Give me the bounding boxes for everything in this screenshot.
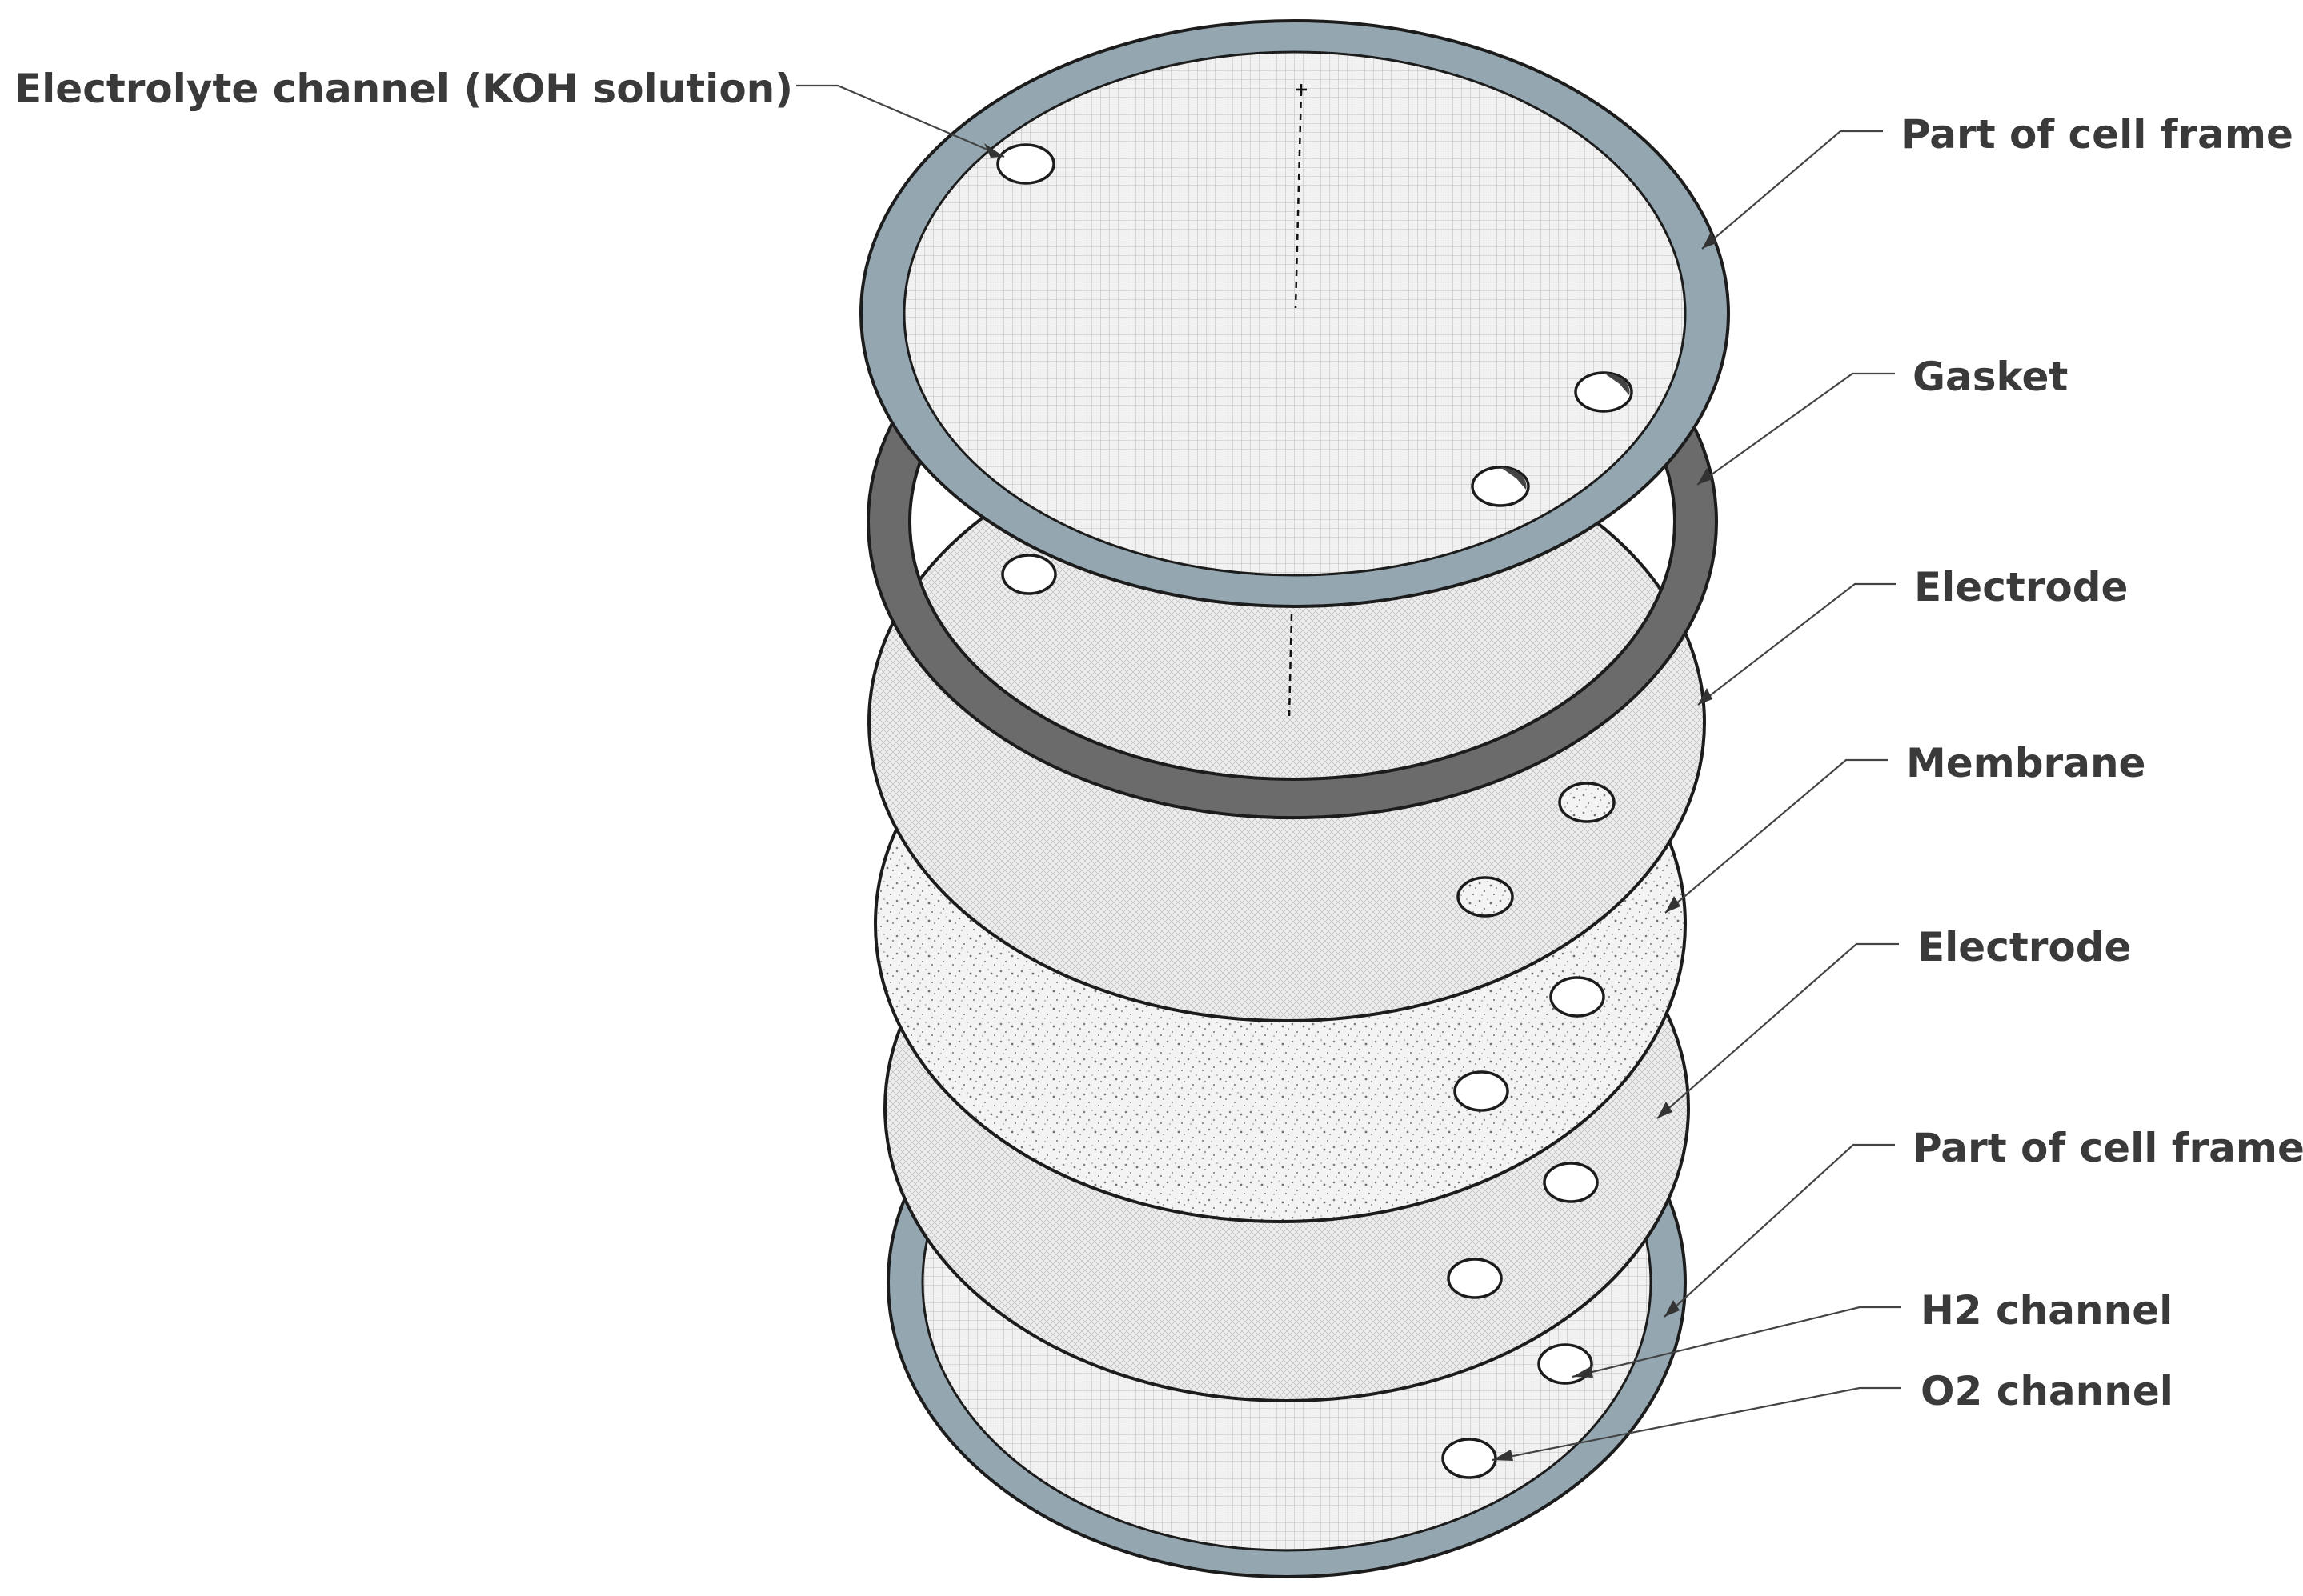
layer-cell-frame-top [859, 19, 1730, 608]
arrowhead-cell-frame-top [1702, 232, 1716, 249]
o2-channel-hole [1441, 1438, 1497, 1479]
leader-h2-channel [1572, 1306, 1901, 1378]
label-gasket: Gasket [1912, 354, 2068, 400]
arrowhead-gasket [1697, 468, 1712, 485]
cell-frame-top-hole-1 [1574, 371, 1633, 413]
electrode-top-hole-2 [1456, 876, 1514, 918]
stack-axis-upper [1294, 89, 1303, 309]
stack-axis-lower [1288, 614, 1293, 717]
label-o2-channel: O2 channel [1921, 1368, 2173, 1414]
membrane-hole-2 [1453, 1070, 1509, 1112]
leader-cell-frame-bottom [1664, 1143, 1895, 1318]
cell-frame-top-mesh [903, 50, 1687, 577]
leader-o2-channel [1492, 1386, 1901, 1462]
arrowhead-cell-frame-bottom [1664, 1300, 1680, 1317]
h2-channel-hole [1537, 1343, 1593, 1385]
electrode-bottom-hole-1 [1543, 1162, 1599, 1203]
hole-shadow-2 [1500, 467, 1527, 490]
leader-electrode-top [1697, 582, 1896, 706]
leader-arrowheads [984, 143, 1716, 1461]
hole-shadow-1 [1604, 373, 1630, 395]
label-h2-channel: H2 channel [1921, 1287, 2173, 1334]
arrowhead-electrode-top [1698, 688, 1712, 705]
label-electrolyte-channel: Electrolyte channel (KOH solution) [14, 66, 793, 112]
label-electrode-top: Electrode [1914, 564, 2128, 610]
arrowhead-electrode-bottom [1657, 1102, 1672, 1118]
arrowhead-o2-channel [1492, 1450, 1513, 1461]
label-cell-frame-top: Part of cell frame [1901, 111, 2293, 158]
leader-electrolyte-channel [796, 84, 1005, 158]
electrolyte-channel-hole [996, 143, 1055, 185]
arrowhead-membrane [1665, 896, 1680, 913]
leader-cell-frame-top [1701, 130, 1883, 250]
leader-gasket [1696, 372, 1895, 486]
arrowhead-h2-channel [1572, 1366, 1593, 1378]
electrode-top-hole-1 [1558, 782, 1616, 823]
label-membrane: Membrane [1906, 740, 2145, 786]
label-electrode-bottom: Electrode [1917, 924, 2131, 970]
label-cell-frame-bottom: Part of cell frame [1912, 1125, 2303, 1171]
callout-labels: Electrolyte channel (KOH solution) Part … [14, 66, 2303, 1414]
electrode-bottom-hole-2 [1447, 1258, 1503, 1299]
leader-lines [796, 84, 1901, 1462]
leader-membrane [1664, 758, 1888, 914]
membrane-hole-1 [1549, 976, 1605, 1018]
leader-electrode-bottom [1656, 942, 1899, 1119]
arrowhead-electrolyte-channel [984, 143, 1004, 158]
electrode-top-hole-3 [1001, 554, 1057, 595]
axis-tick-mark [1296, 84, 1307, 95]
cell-frame-top-hole-2 [1471, 466, 1530, 507]
